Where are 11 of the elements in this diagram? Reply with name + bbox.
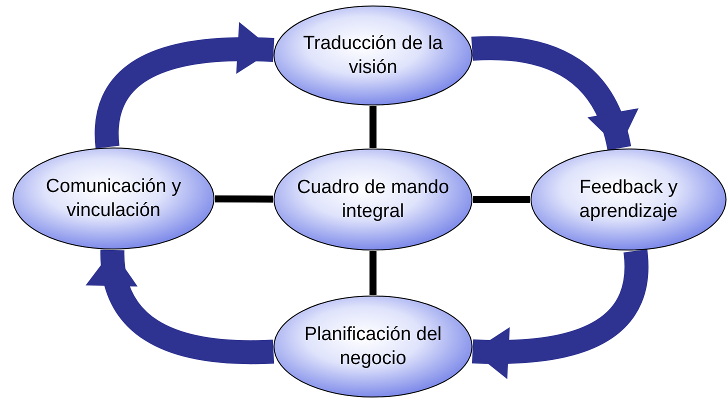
connector-line (214, 195, 274, 203)
curved-arrow (88, 249, 274, 364)
node-label: Traducción de la visión (302, 32, 444, 80)
node-label: Comunicación y vinculación (44, 174, 182, 222)
connector-line (370, 106, 376, 148)
node-label: Feedback y aprendizaje (578, 176, 679, 224)
connector-line (370, 251, 376, 295)
connector-line (473, 196, 530, 203)
node-label: Planificación del negocio (303, 322, 443, 370)
curved-arrow (472, 36, 637, 151)
node-label: Cuadro de mando integral (296, 176, 450, 224)
